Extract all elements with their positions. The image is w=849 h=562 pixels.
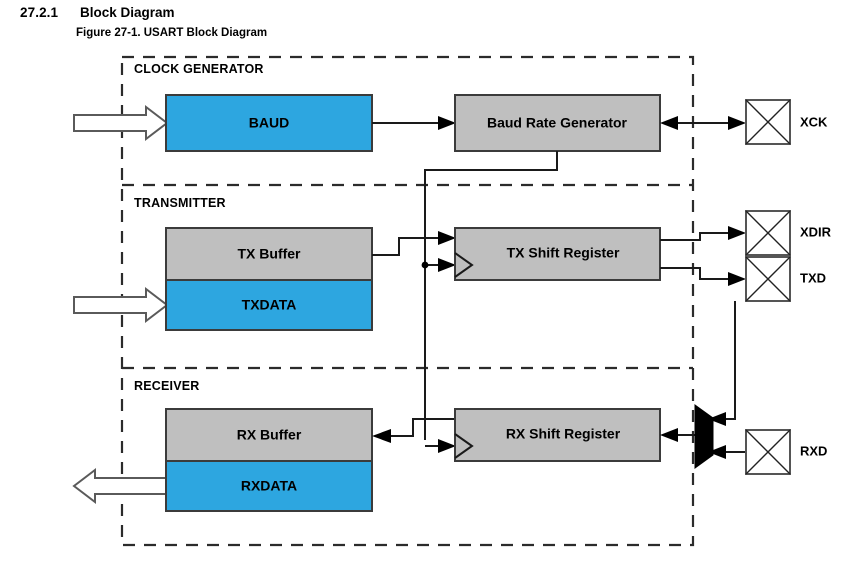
clock-input-triangle-tx [454,252,474,278]
bus-arrow-txdata-in [73,286,169,324]
block-txdata [165,279,373,331]
block-rxdata [165,460,373,512]
block-rx-buffer [165,408,373,462]
clock-input-triangle-rx [454,433,474,459]
arrowhead-txshift-clock-in [438,258,456,272]
wire-txshift-to-txd [660,267,740,280]
block-baud-rate-generator-label: Baud Rate Generator [487,115,628,131]
block-baud-label: BAUD [249,115,289,131]
pad-rxd-cross-icon [745,429,791,475]
arrowhead-xdir-in [728,226,746,240]
arrowhead-txshift-data-in [438,231,456,245]
wire-clock-distribution [424,151,558,440]
arrowhead-rxbuffer-in [372,429,391,443]
pin-label-xdir: XDIR [800,224,832,239]
page-heading: 27.2.1 Block Diagram Figure 27-1. USART … [0,0,849,48]
block-rx-buffer-label: RX Buffer [237,427,302,443]
pad-xdir-cross-icon [745,210,791,256]
arrowhead-rxshift-data-in [660,428,678,442]
arrowhead-rxshift-clock-in [438,439,456,453]
pad-xck-cross-icon [745,99,791,145]
block-baud-rate-generator [454,94,661,152]
arrowhead-xck-in [728,116,746,130]
block-rx-shift-register [454,408,661,462]
section-label-receiver: RECEIVER [134,379,200,393]
arrowhead-brg-from-xck [660,116,678,130]
block-tx-buffer [165,227,373,281]
arrowhead-txd-in [728,272,746,286]
wire-txd-loopback-to-mux [719,301,736,420]
wire-rxshift-to-rxbuffer [384,418,455,437]
figure-caption: Figure 27-1. USART Block Diagram [76,27,268,39]
arrowhead-mux-rxd-in [708,445,726,459]
section-label-transmitter: TRANSMITTER [134,196,226,210]
arrowhead-mux-loopback-in [708,412,726,426]
section-number: 27.2.1 [20,5,59,20]
section-title: Block Diagram [80,5,175,20]
junction-dot-tx-clock [421,261,429,269]
block-txdata-label: TXDATA [242,297,297,313]
arrowhead-brg-in [438,116,456,130]
module-boundary [120,55,695,547]
section-label-clock-generator: CLOCK GENERATOR [134,62,264,76]
block-tx-shift-register-label: TX Shift Register [507,245,620,261]
pin-label-xck: XCK [800,114,828,129]
pin-label-txd: TXD [800,270,826,285]
wire-txshift-to-xdir [660,232,740,241]
wire-txbuffer-to-txshift [372,237,445,256]
pad-txd-cross-icon [745,256,791,302]
bus-arrow-rxdata-out [72,467,168,505]
block-tx-buffer-label: TX Buffer [238,246,302,262]
mux-rx-input [694,404,714,469]
pin-label-rxd: RXD [800,443,827,458]
bus-arrow-baud-in [73,104,169,142]
block-rxdata-label: RXDATA [241,478,297,494]
block-rx-shift-register-label: RX Shift Register [506,426,621,442]
